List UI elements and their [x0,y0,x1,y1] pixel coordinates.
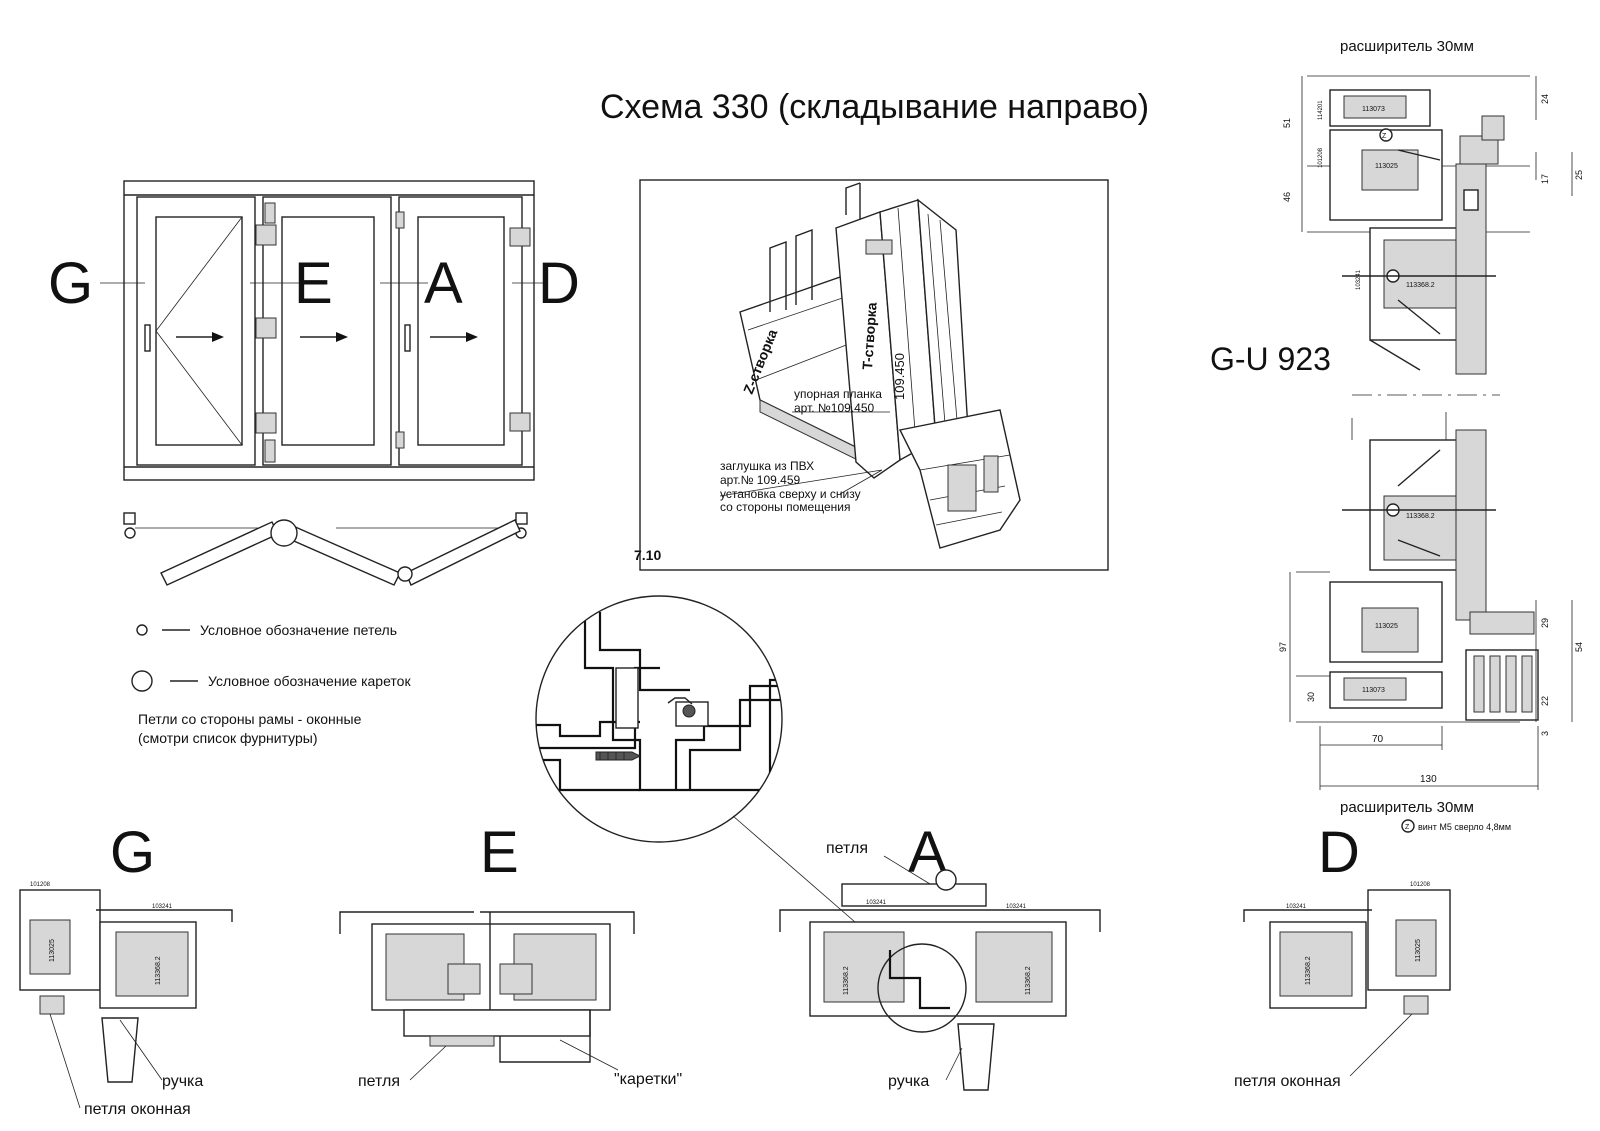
detail-3d-frame [639,179,1109,571]
plug-line2: арт.№ 109.459 [720,473,800,487]
part-label: 103241 [866,900,887,906]
section-letter-d: D [1318,820,1360,885]
section-letter-e: E [480,820,519,885]
model-label: G-U 923 [1210,341,1331,377]
section-g: G 113025 101208 103241 113368.2 ручка пе… [19,820,233,1118]
label-carriages: "каретки" [614,1071,682,1088]
dim-value: 70 [1372,734,1384,745]
legend-note-line2: (смотри список фурнитуры) [138,730,318,746]
page-title: Схема 330 (складывание направо) [600,88,1149,126]
hinge-circle-icon [397,566,413,582]
panel-letter-d: D [538,251,580,316]
dim-value: 22 [1540,696,1550,706]
art-vertical: 109.450 [892,353,907,400]
dim-value: 24 [1540,94,1550,104]
handle-icon [404,324,411,352]
carriage-icon [270,519,298,547]
magnifier-circle [535,595,783,843]
part-label: 103241 [152,904,173,910]
section-a: A петля 113368.2 113368.2 103241 103241 … [779,820,1101,1091]
direction-arrows [176,332,478,342]
label-hinge-e: петля [358,1073,400,1090]
fold-schematic [123,512,528,586]
part-label: 113025 [1375,623,1398,630]
part-label: 114201 [1318,100,1324,120]
part-label: 101208 [1410,882,1431,888]
hinge-icons [255,202,531,463]
figure-number: 7.10 [634,547,661,563]
dim-value: 17 [1540,174,1550,184]
panel-letter-e: E [294,251,333,316]
expander-top-label: расширитель 30мм [1340,38,1474,55]
label-hinge-a: петля [826,840,868,857]
legend-carriage: Условное обозначение кареток [208,673,411,689]
t-sash-label: T-створка [859,302,880,371]
dim-value: 97 [1278,642,1288,652]
elevation-view: G E A D [48,180,580,481]
part-label: 113025 [49,939,56,962]
dim-value: 3 [1540,731,1550,736]
dim-value: 30 [1306,692,1316,702]
label-window-hinge: петля оконная [84,1101,191,1118]
dim-value: 25 [1574,170,1584,180]
label-handle-a: ручка [888,1073,929,1090]
section-letter-g: G [110,820,155,885]
magnified-detail [535,595,879,943]
dim-value: 46 [1282,192,1292,202]
part-label: 113368.2 [1406,282,1435,289]
section-d: D 101208 113025 103241 113368.2 петля ок… [1234,820,1451,1090]
legend-hinge: Условное обозначение петель [200,622,397,638]
label-handle: ручка [162,1073,203,1090]
screw-symbol: Z [1405,824,1410,831]
dim-value: 51 [1282,118,1292,128]
stop-bar-line1: упорная планка [794,387,882,401]
part-label: 103241 [1356,269,1362,290]
part-label: 113368.2 [843,966,850,995]
screw-symbol: Z [1382,133,1387,140]
plug-line1: заглушка из ПВХ [720,459,814,473]
expander-bottom-label: расширитель 30мм [1340,799,1474,816]
dim-value: 130 [1420,774,1437,785]
part-label: 103241 [1006,904,1027,910]
sash-a [398,196,523,466]
part-label: 113025 [1415,939,1422,962]
panel-letter-g: G [48,251,93,316]
part-label: 113368.2 [1025,966,1032,995]
plug-line4: со стороны помещения [720,500,850,514]
detail-3d: Z-створка T-створка 109.450 упорная план… [634,179,1109,571]
part-label: 113073 [1362,106,1385,113]
section-e: E петля "каретки" [339,820,682,1090]
part-label: 113073 [1362,687,1385,694]
head-section: расширитель 30мм 113073 113025 Z 113368.… [1210,38,1584,396]
dim-value: 29 [1540,618,1550,628]
handle-icon [144,324,151,352]
plug-line3: установка сверху и снизу [720,487,861,501]
sill-section: 113368.2 113025 113073 97 30 29 54 [1278,412,1584,833]
part-label: 101208 [30,882,51,888]
part-label: 113368.2 [1406,513,1435,520]
sash-g [136,196,256,466]
legend: Условное обозначение петель Условное обо… [131,622,411,746]
label-window-hinge-d: петля оконная [1234,1073,1341,1090]
screw-note: винт М5 сверло 4,8мм [1418,822,1511,832]
legend-note-line1: Петли со стороны рамы - оконные [138,711,362,727]
outer-frame [123,180,535,481]
part-label: 101208 [1318,147,1324,168]
dim-value: 54 [1574,642,1584,652]
stop-bar-line2: арт. №109.450 [794,401,874,415]
panel-letter-a: A [424,251,463,316]
carriage-symbol-icon [131,670,153,692]
part-label: 113368.2 [155,956,162,985]
hinge-symbol-icon [136,624,148,636]
screw-icon [1401,819,1415,833]
part-label: 113025 [1375,163,1398,170]
part-label: 103241 [1286,904,1307,910]
part-label: 113368.2 [1305,956,1312,985]
